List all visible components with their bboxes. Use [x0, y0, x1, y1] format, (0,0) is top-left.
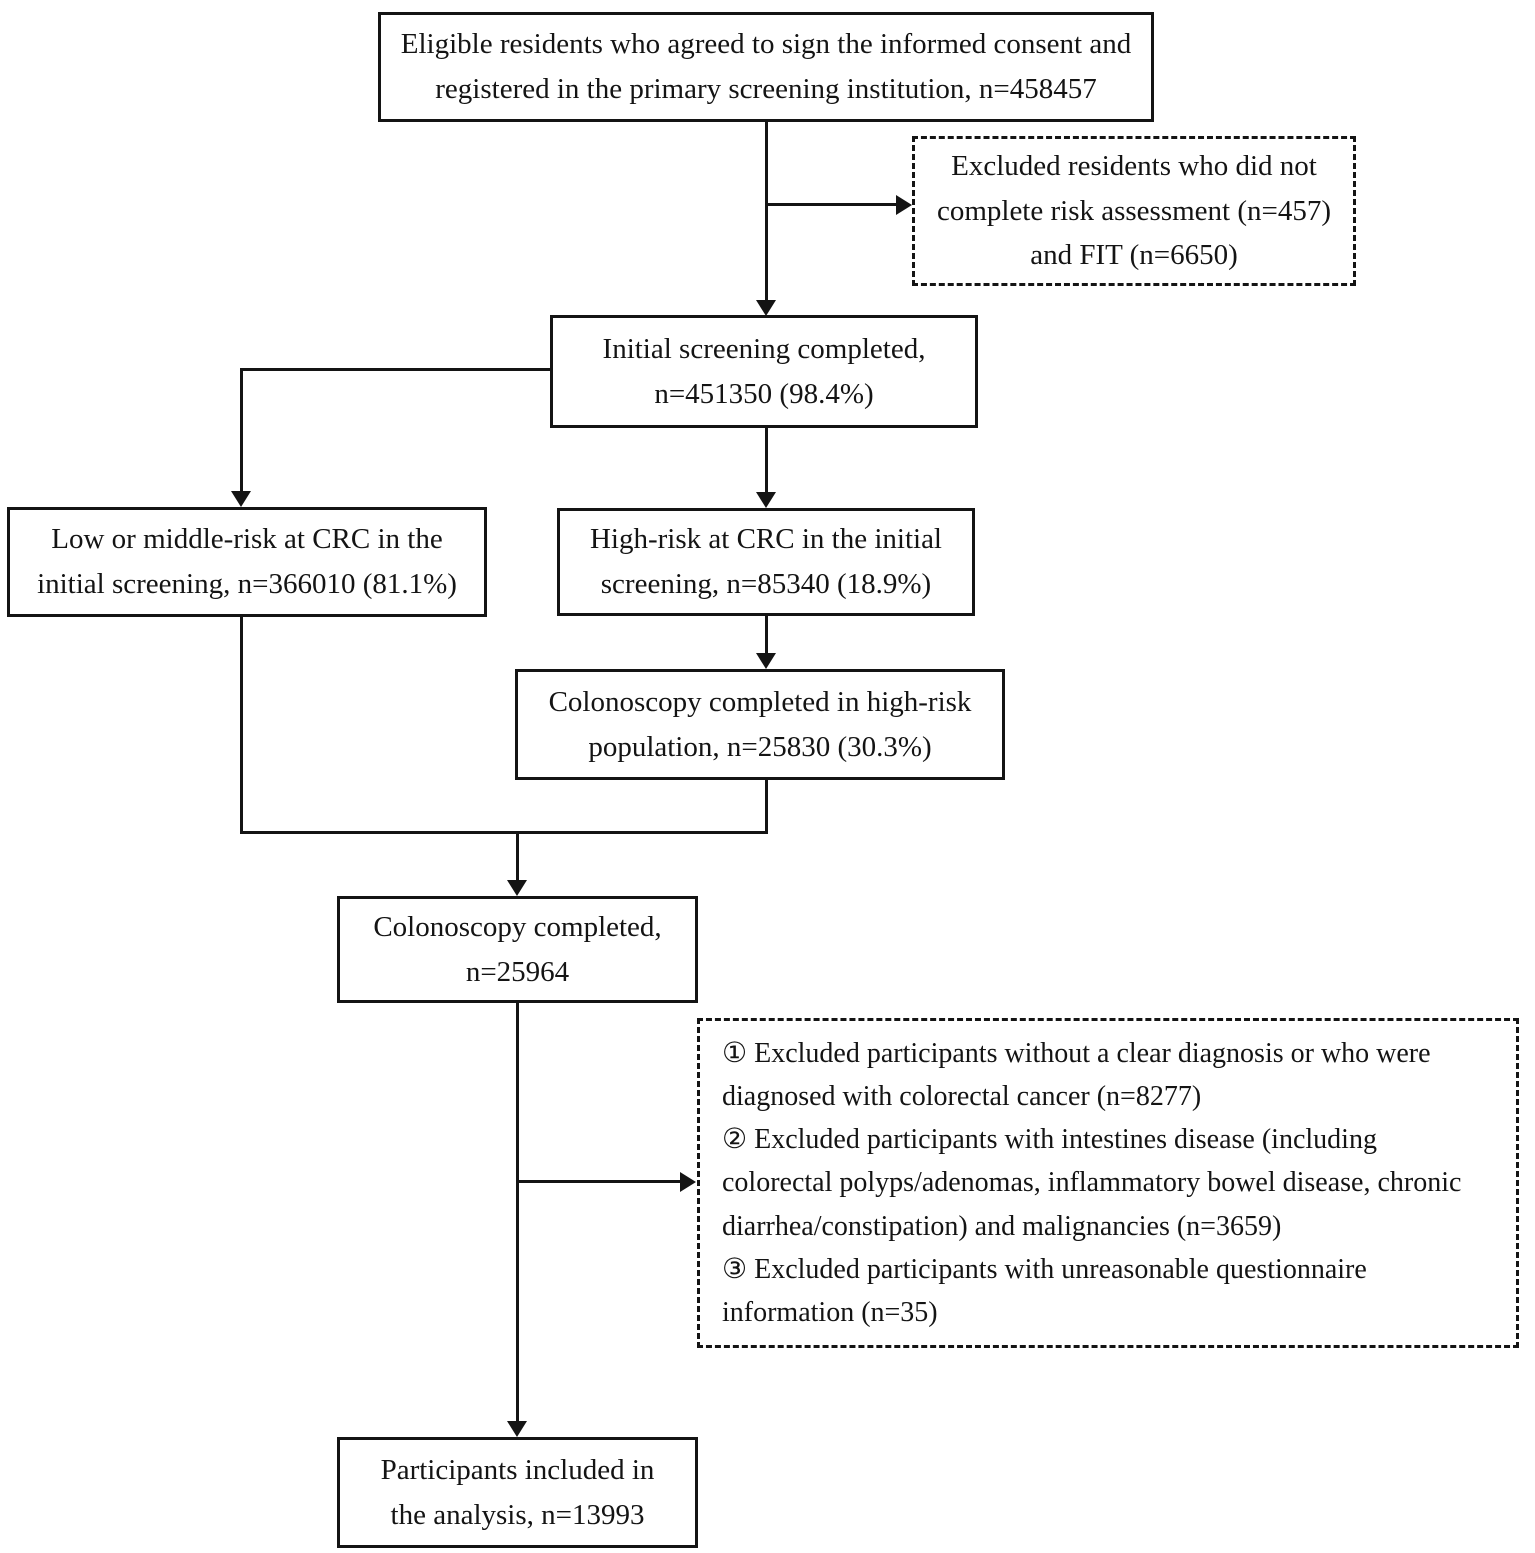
arrowhead-into-low-middle-risk	[231, 491, 251, 507]
connector-eligible-to-initial	[765, 122, 768, 302]
box-low-middle-risk-line2: initial screening, n=366010 (81.1%)	[37, 568, 457, 600]
exclusion-item-3: ③ Excluded participants with unreasonabl…	[722, 1253, 1367, 1328]
box-colonoscopy-completed: Colonoscopy completed, n=25964	[337, 896, 698, 1003]
connector-initial-to-low-risk-horizontal	[240, 368, 550, 371]
arrowhead-into-colonoscopy-high-risk	[756, 653, 776, 669]
box-low-middle-risk-line1: Low or middle-risk at CRC in the	[51, 523, 443, 556]
box-colonoscopy-high-risk-line2: population, n=25830 (30.3%)	[588, 730, 932, 763]
connector-initial-to-high-risk	[765, 428, 768, 494]
box-colonoscopy-completed-line1: Colonoscopy completed,	[373, 910, 662, 943]
box-excluded-initial-line2: complete risk assessment (n=457)	[936, 194, 1332, 227]
box-colonoscopy-high-risk: Colonoscopy completed in high-risk popul…	[515, 669, 1005, 780]
connector-colonoscopy-to-included	[516, 1003, 519, 1422]
connector-merge-down-leg	[516, 831, 519, 882]
box-initial-screening-line1: Initial screening completed,	[602, 332, 926, 365]
connector-high-risk-to-colonoscopy	[765, 616, 768, 655]
box-colonoscopy-high-risk-line1: Colonoscopy completed in high-risk	[548, 685, 972, 718]
arrowhead-into-colonoscopy-completed	[507, 880, 527, 896]
box-excluded-initial-line1: Excluded residents who did not	[951, 149, 1317, 182]
box-high-risk: High-risk at CRC in the initial screenin…	[557, 508, 975, 616]
arrowhead-into-exclusions	[680, 1172, 696, 1192]
connector-colonoscopy-high-risk-down-leg	[765, 780, 768, 834]
arrowhead-into-initial-screening	[756, 300, 776, 316]
box-eligible-residents: Eligible residents who agreed to sign th…	[378, 12, 1154, 122]
box-high-risk-line1: High-risk at CRC in the initial	[589, 523, 942, 556]
box-exclusions-colonoscopy: ① Excluded participants without a clear …	[697, 1018, 1519, 1348]
connector-initial-to-low-risk-vertical	[240, 368, 243, 492]
box-low-middle-risk: Low or middle-risk at CRC in the initial…	[7, 507, 487, 617]
box-participants-included-line2: the analysis, n=13993	[390, 1498, 645, 1531]
box-eligible-residents-line1: Eligible residents who agreed to sign th…	[400, 28, 1132, 61]
connector-branch-to-exclusions	[516, 1180, 682, 1183]
arrowhead-into-high-risk	[756, 492, 776, 508]
box-high-risk-line2: screening, n=85340 (18.9%)	[600, 568, 932, 600]
connector-low-risk-down-leg	[240, 617, 243, 834]
arrowhead-into-participants-included	[507, 1421, 527, 1437]
box-excluded-initial-line3: and FIT (n=6650)	[1030, 239, 1238, 272]
box-participants-included-line1: Participants included in	[380, 1453, 655, 1486]
box-eligible-residents-line2: registered in the primary screening inst…	[435, 73, 1097, 105]
box-colonoscopy-completed-line2: n=25964	[465, 955, 570, 988]
connector-merge-horizontal	[240, 831, 768, 834]
exclusion-item-2: ② Excluded participants with intestines …	[722, 1124, 1462, 1242]
box-participants-included: Participants included in the analysis, n…	[337, 1437, 698, 1548]
box-initial-screening-line2: n=451350 (98.4%)	[654, 377, 874, 410]
box-initial-screening-completed: Initial screening completed, n=451350 (9…	[550, 315, 978, 428]
connector-branch-to-excluded-initial	[766, 203, 898, 206]
arrowhead-into-excluded-initial	[896, 195, 912, 215]
box-excluded-initial-screening: Excluded residents who did not complete …	[912, 136, 1356, 286]
exclusion-item-1: ① Excluded participants without a clear …	[722, 1038, 1431, 1113]
